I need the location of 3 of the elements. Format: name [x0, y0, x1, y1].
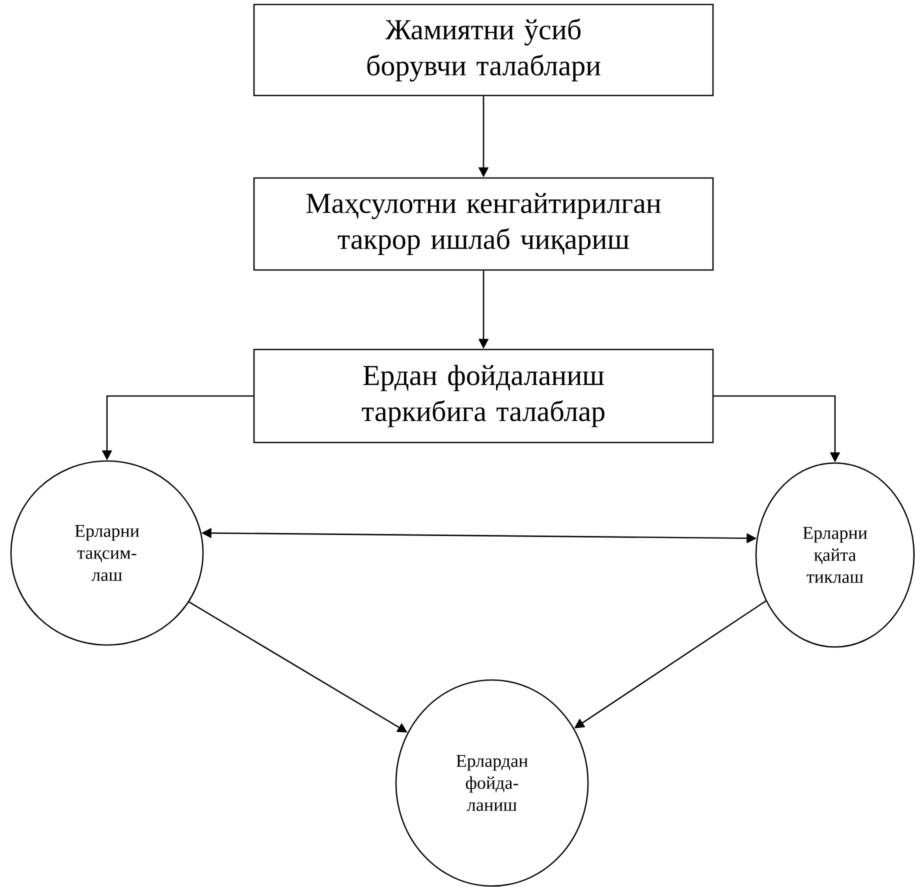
process-box: Маҳсулотни кенгайтирилган такрор ишлаб чиқариш: [253, 177, 714, 271]
process-box: Ердан фойдаланиш таркибига талаблар: [253, 348, 714, 444]
process-box: Жамиятни ўсиб борувчи талаблари: [253, 4, 714, 96]
